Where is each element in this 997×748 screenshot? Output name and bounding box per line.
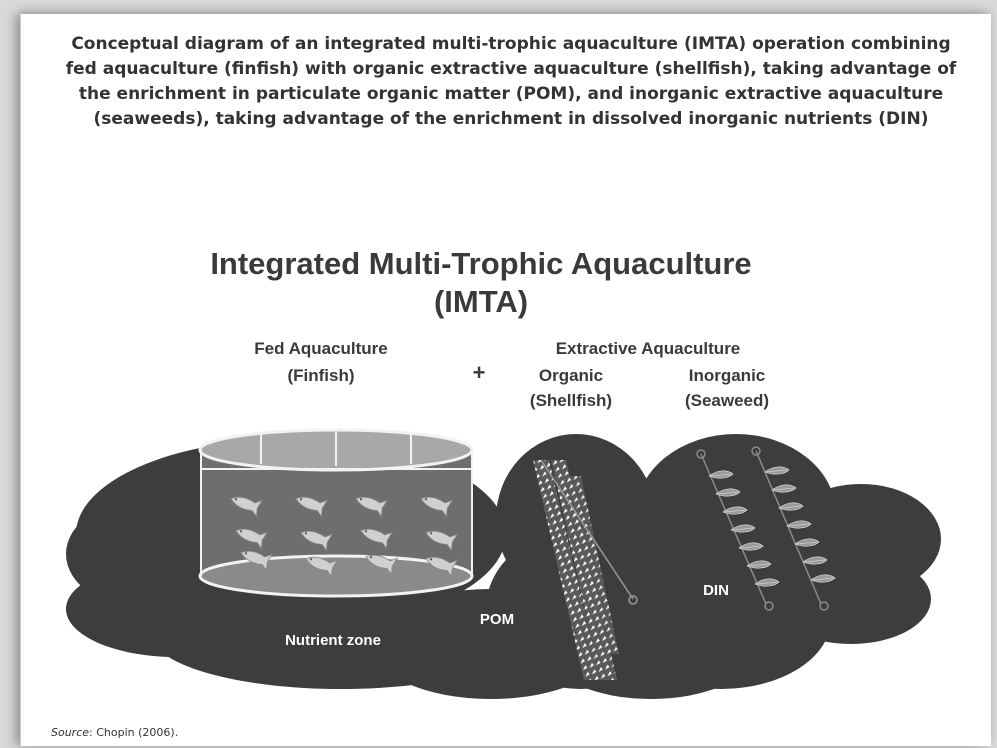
- shellfish-lines: [533, 459, 638, 680]
- diagram-title-line1: Integrated Multi-Trophic Aquaculture: [210, 246, 751, 281]
- source-note: Source: Chopin (2006).: [51, 726, 178, 739]
- diagram-title-line2: (IMTA): [434, 284, 528, 319]
- finfish-label: (Finfish): [287, 366, 354, 385]
- organic-label: Organic: [539, 366, 603, 385]
- shellfish-label: (Shellfish): [530, 391, 612, 410]
- source-prefix: Source: [51, 726, 90, 739]
- inorganic-label: Inorganic: [689, 366, 766, 385]
- extractive-aquaculture-label: Extractive Aquaculture: [556, 339, 741, 358]
- fed-aquaculture-label: Fed Aquaculture: [254, 339, 388, 358]
- nutrient-cloud: [66, 434, 941, 699]
- din-label: DIN: [703, 582, 729, 599]
- figure-card: Conceptual diagram of an integrated mult…: [20, 14, 991, 746]
- imta-diagram: Integrated Multi-Trophic Aquaculture (IM…: [66, 246, 941, 699]
- fish-cage: [198, 428, 474, 598]
- pom-label: POM: [480, 611, 514, 628]
- source-text: : Chopin (2006).: [89, 726, 179, 739]
- plus-sign: +: [473, 360, 486, 385]
- figure-caption: Conceptual diagram of an integrated mult…: [65, 34, 957, 129]
- seaweed-label: (Seaweed): [685, 391, 769, 410]
- nutrient-zone-label: Nutrient zone: [285, 632, 381, 649]
